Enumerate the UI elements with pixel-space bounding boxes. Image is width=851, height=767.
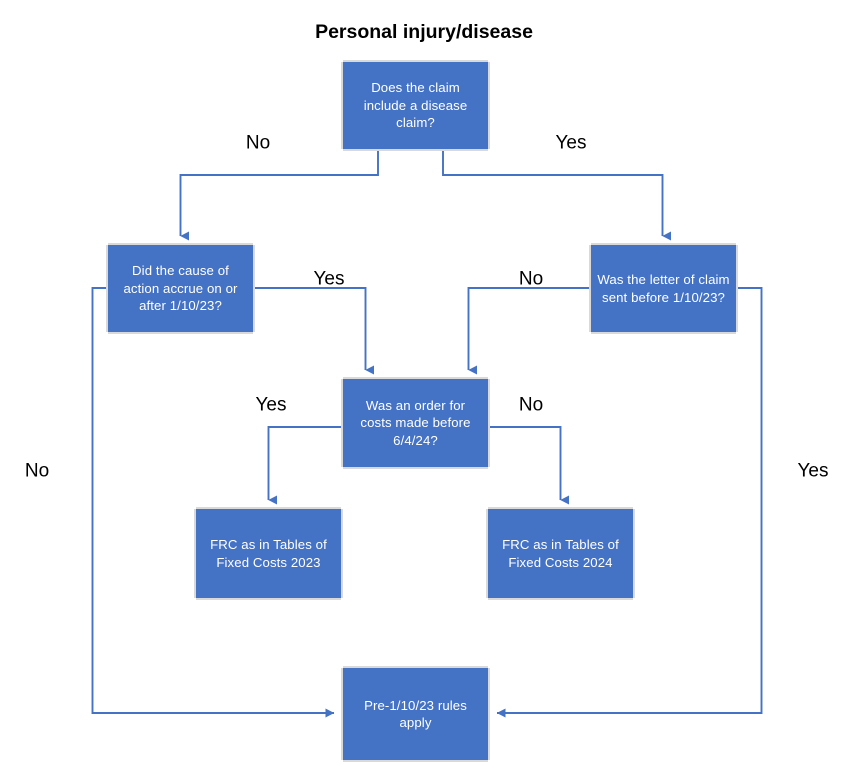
- edge-label-cause-no: No: [24, 460, 50, 482]
- node-order-for-costs-label: Was an order for costs made before 6/4/2…: [360, 397, 471, 448]
- connector-start-to-cause: [179, 149, 379, 241]
- edge-label-letter-no: No: [518, 268, 544, 290]
- node-frc-2023[interactable]: FRC as in Tables of Fixed Costs 2023: [196, 509, 341, 598]
- connector-cause-no-to-pre: [91, 287, 335, 718]
- edge-label-start-yes: Yes: [555, 132, 587, 154]
- node-frc-2023-label: FRC as in Tables of Fixed Costs 2023: [210, 537, 327, 570]
- node-pre-rules-label: Pre-1/10/23 rules apply: [364, 697, 467, 730]
- connector-letter-yes-to-pre: [496, 287, 763, 718]
- edge-label-start-no: No: [245, 132, 271, 154]
- connector-letter-no-to-order: [467, 287, 591, 375]
- edge-label-order-yes: Yes: [255, 394, 287, 416]
- node-letter-of-claim-label: Was the letter of claim sent before 1/10…: [597, 272, 730, 305]
- node-start-label: Does the claim include a disease claim?: [363, 80, 468, 131]
- node-letter-of-claim[interactable]: Was the letter of claim sent before 1/10…: [591, 245, 736, 332]
- node-pre-rules[interactable]: Pre-1/10/23 rules apply: [343, 668, 488, 760]
- connector-cause-yes-to-order: [253, 287, 375, 375]
- node-frc-2024-label: FRC as in Tables of Fixed Costs 2024: [502, 537, 619, 570]
- node-order-for-costs[interactable]: Was an order for costs made before 6/4/2…: [343, 379, 488, 467]
- connector-order-yes-to-frc2023: [267, 426, 343, 505]
- node-frc-2024[interactable]: FRC as in Tables of Fixed Costs 2024: [488, 509, 633, 598]
- node-start[interactable]: Does the claim include a disease claim?: [343, 62, 488, 149]
- edge-label-cause-yes: Yes: [313, 268, 345, 290]
- edge-label-order-no: No: [518, 394, 544, 416]
- connector-order-no-to-frc2024: [488, 426, 570, 505]
- node-cause-of-action[interactable]: Did the cause of action accrue on or aft…: [108, 245, 253, 332]
- connector-start-to-letter: [442, 149, 672, 241]
- node-cause-of-action-label: Did the cause of action accrue on or aft…: [123, 263, 238, 314]
- edge-label-letter-yes: Yes: [797, 460, 829, 482]
- page-title: Personal injury/disease: [315, 21, 533, 43]
